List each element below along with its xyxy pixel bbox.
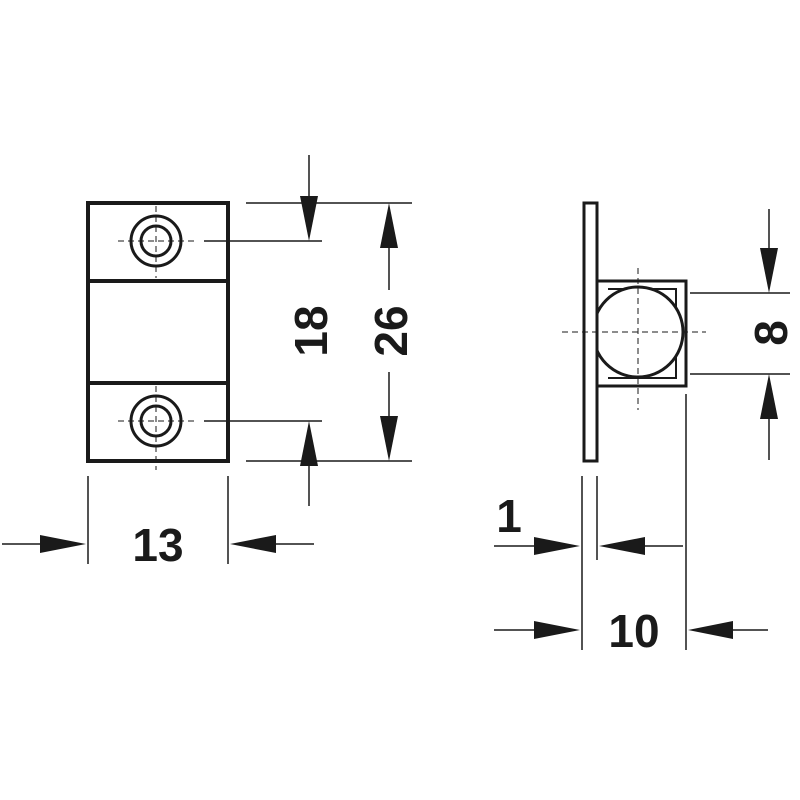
front-plate-outline — [86, 201, 230, 463]
dim-1-label: 1 — [496, 490, 522, 542]
screw-hole-bottom — [118, 386, 196, 470]
dim-13-label: 13 — [132, 519, 183, 571]
screw-hole-top — [118, 206, 196, 278]
dim-10-arrows — [494, 621, 768, 639]
dim-10-label: 10 — [608, 605, 659, 657]
side-view: 8 1 10 — [494, 201, 797, 657]
dim-26-label: 26 — [365, 305, 417, 356]
dim-26-arrows — [380, 203, 398, 461]
front-view: 18 26 13 — [2, 155, 417, 571]
dim-18-label: 18 — [285, 305, 337, 356]
dim-8-arrows — [760, 209, 778, 460]
dim-1-arrows — [494, 537, 683, 555]
dim-8-label: 8 — [745, 320, 797, 346]
dim-18-arrows — [300, 155, 318, 506]
dim-13-lines — [2, 476, 314, 564]
